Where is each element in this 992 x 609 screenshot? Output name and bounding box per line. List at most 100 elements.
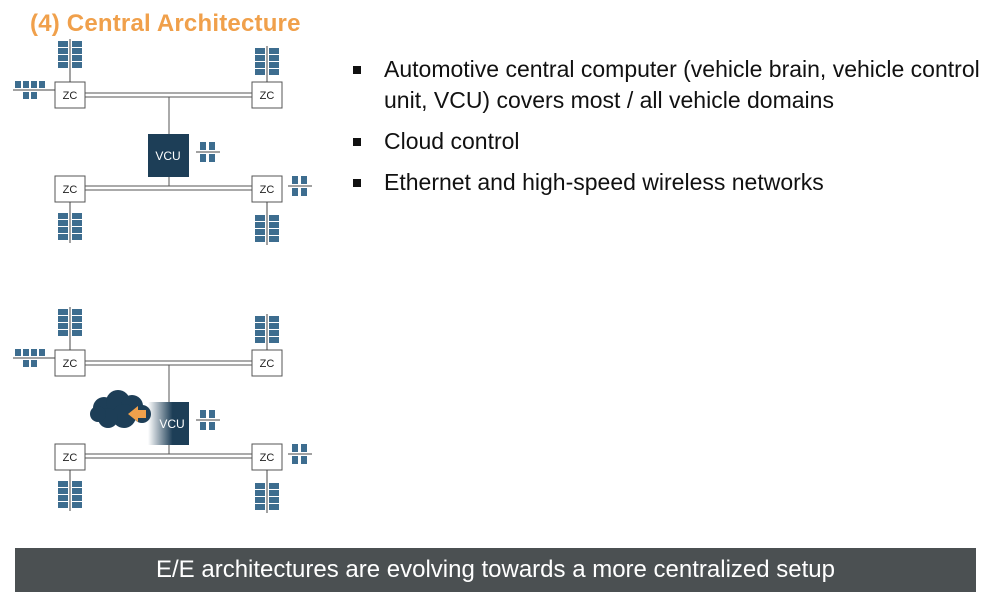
ecu-box <box>58 495 68 501</box>
ecu-box <box>58 309 68 315</box>
vcu-label: VCU <box>155 149 180 163</box>
ecu-box <box>301 444 307 452</box>
zone-controller: ZC <box>54 175 86 203</box>
ecu-box <box>58 62 68 68</box>
ecu-box <box>72 481 82 487</box>
bullet-text: Automotive central computer (vehicle bra… <box>384 56 980 113</box>
zone-controller-box <box>251 349 283 377</box>
zone-controller-label: ZC <box>260 452 275 464</box>
vcu-box <box>148 134 189 177</box>
ecu-box <box>39 349 45 356</box>
bullet-square-icon <box>353 179 361 187</box>
ecu-cluster-small <box>288 176 312 196</box>
ecu-box <box>301 456 307 464</box>
ecu-box <box>15 81 21 88</box>
ecu-box <box>72 495 82 501</box>
ecu-cluster <box>255 46 279 78</box>
ecu-box <box>255 236 265 242</box>
ecu-box <box>58 330 68 336</box>
ecu-box <box>292 444 298 452</box>
zone-controller-label: ZC <box>63 358 78 370</box>
ecu-cluster-small <box>196 142 220 162</box>
ecu-cluster <box>255 314 279 346</box>
zone-controller: ZC <box>251 349 283 377</box>
zone-controller: ZC <box>251 81 283 109</box>
zone-controller: ZC <box>251 443 283 471</box>
ecu-cluster <box>255 481 279 513</box>
ecu-box <box>72 488 82 494</box>
architecture-diagrams: VCU ZC ZC ZC ZC VCU ZC ZC ZC ZC <box>13 39 312 513</box>
ecu-cluster-small <box>196 410 220 430</box>
ecu-box <box>269 337 279 343</box>
ecu-box <box>269 222 279 228</box>
ecu-box <box>72 220 82 226</box>
ecu-box <box>72 330 82 336</box>
cloud-control-arrow <box>128 406 146 422</box>
bullet-square-icon <box>353 138 361 146</box>
ecu-box <box>209 154 215 162</box>
ecu-box <box>39 81 45 88</box>
ecu-box <box>200 410 206 418</box>
zone-controller-box <box>54 81 86 109</box>
ecu-box <box>269 497 279 503</box>
ecu-box <box>269 215 279 221</box>
ecu-box <box>269 229 279 235</box>
ecu-box <box>269 504 279 510</box>
cloud-puff <box>112 404 136 428</box>
ecu-box <box>72 316 82 322</box>
zone-controller-label: ZC <box>63 184 78 196</box>
ecu-box <box>58 488 68 494</box>
ecu-box <box>292 456 298 464</box>
ecu-box <box>31 349 37 356</box>
cloud-icon <box>90 390 151 428</box>
zone-controller: ZC <box>54 443 86 471</box>
ecu-cluster-row <box>13 81 55 99</box>
bullet-item: Cloud control <box>350 126 980 157</box>
zone-controller: ZC <box>54 81 86 109</box>
ecu-box <box>58 213 68 219</box>
ecu-box <box>255 62 265 68</box>
zone-controller: ZC <box>54 349 86 377</box>
ecu-box <box>269 62 279 68</box>
ecu-box <box>58 48 68 54</box>
ecu-box <box>255 215 265 221</box>
ecu-box <box>58 481 68 487</box>
zone-controller-label: ZC <box>260 184 275 196</box>
ecu-cluster <box>58 211 82 243</box>
ecu-box <box>200 422 206 430</box>
zone-controller-label: ZC <box>63 452 78 464</box>
ecu-box <box>269 48 279 54</box>
ecu-box <box>255 490 265 496</box>
ecu-box <box>255 229 265 235</box>
ecu-box <box>209 410 215 418</box>
ecu-box <box>58 55 68 61</box>
ecu-box <box>255 48 265 54</box>
ecu-box <box>269 330 279 336</box>
zone-controller-label: ZC <box>260 358 275 370</box>
ecu-box <box>72 213 82 219</box>
zone-controller-box <box>251 443 283 471</box>
ecu-box <box>31 81 37 88</box>
ecu-box <box>58 323 68 329</box>
ecu-cluster <box>58 479 82 511</box>
ecu-box <box>269 236 279 242</box>
ecu-box <box>269 483 279 489</box>
ecu-box <box>255 316 265 322</box>
ecu-box <box>58 234 68 240</box>
ecu-cluster <box>255 213 279 245</box>
zone-controller-label: ZC <box>63 90 78 102</box>
diagram-vehicle-central: VCU ZC ZC ZC ZC <box>13 39 312 245</box>
ecu-box <box>23 349 29 356</box>
ecu-cluster <box>58 39 82 71</box>
ecu-box <box>72 502 82 508</box>
ecu-box <box>292 176 298 184</box>
ecu-box <box>58 220 68 226</box>
ecu-box <box>31 92 37 99</box>
ecu-box <box>72 323 82 329</box>
ecu-box <box>255 483 265 489</box>
ecu-box <box>72 55 82 61</box>
ecu-box <box>269 323 279 329</box>
ecu-box <box>269 490 279 496</box>
ecu-box <box>72 309 82 315</box>
ecu-box <box>255 69 265 75</box>
